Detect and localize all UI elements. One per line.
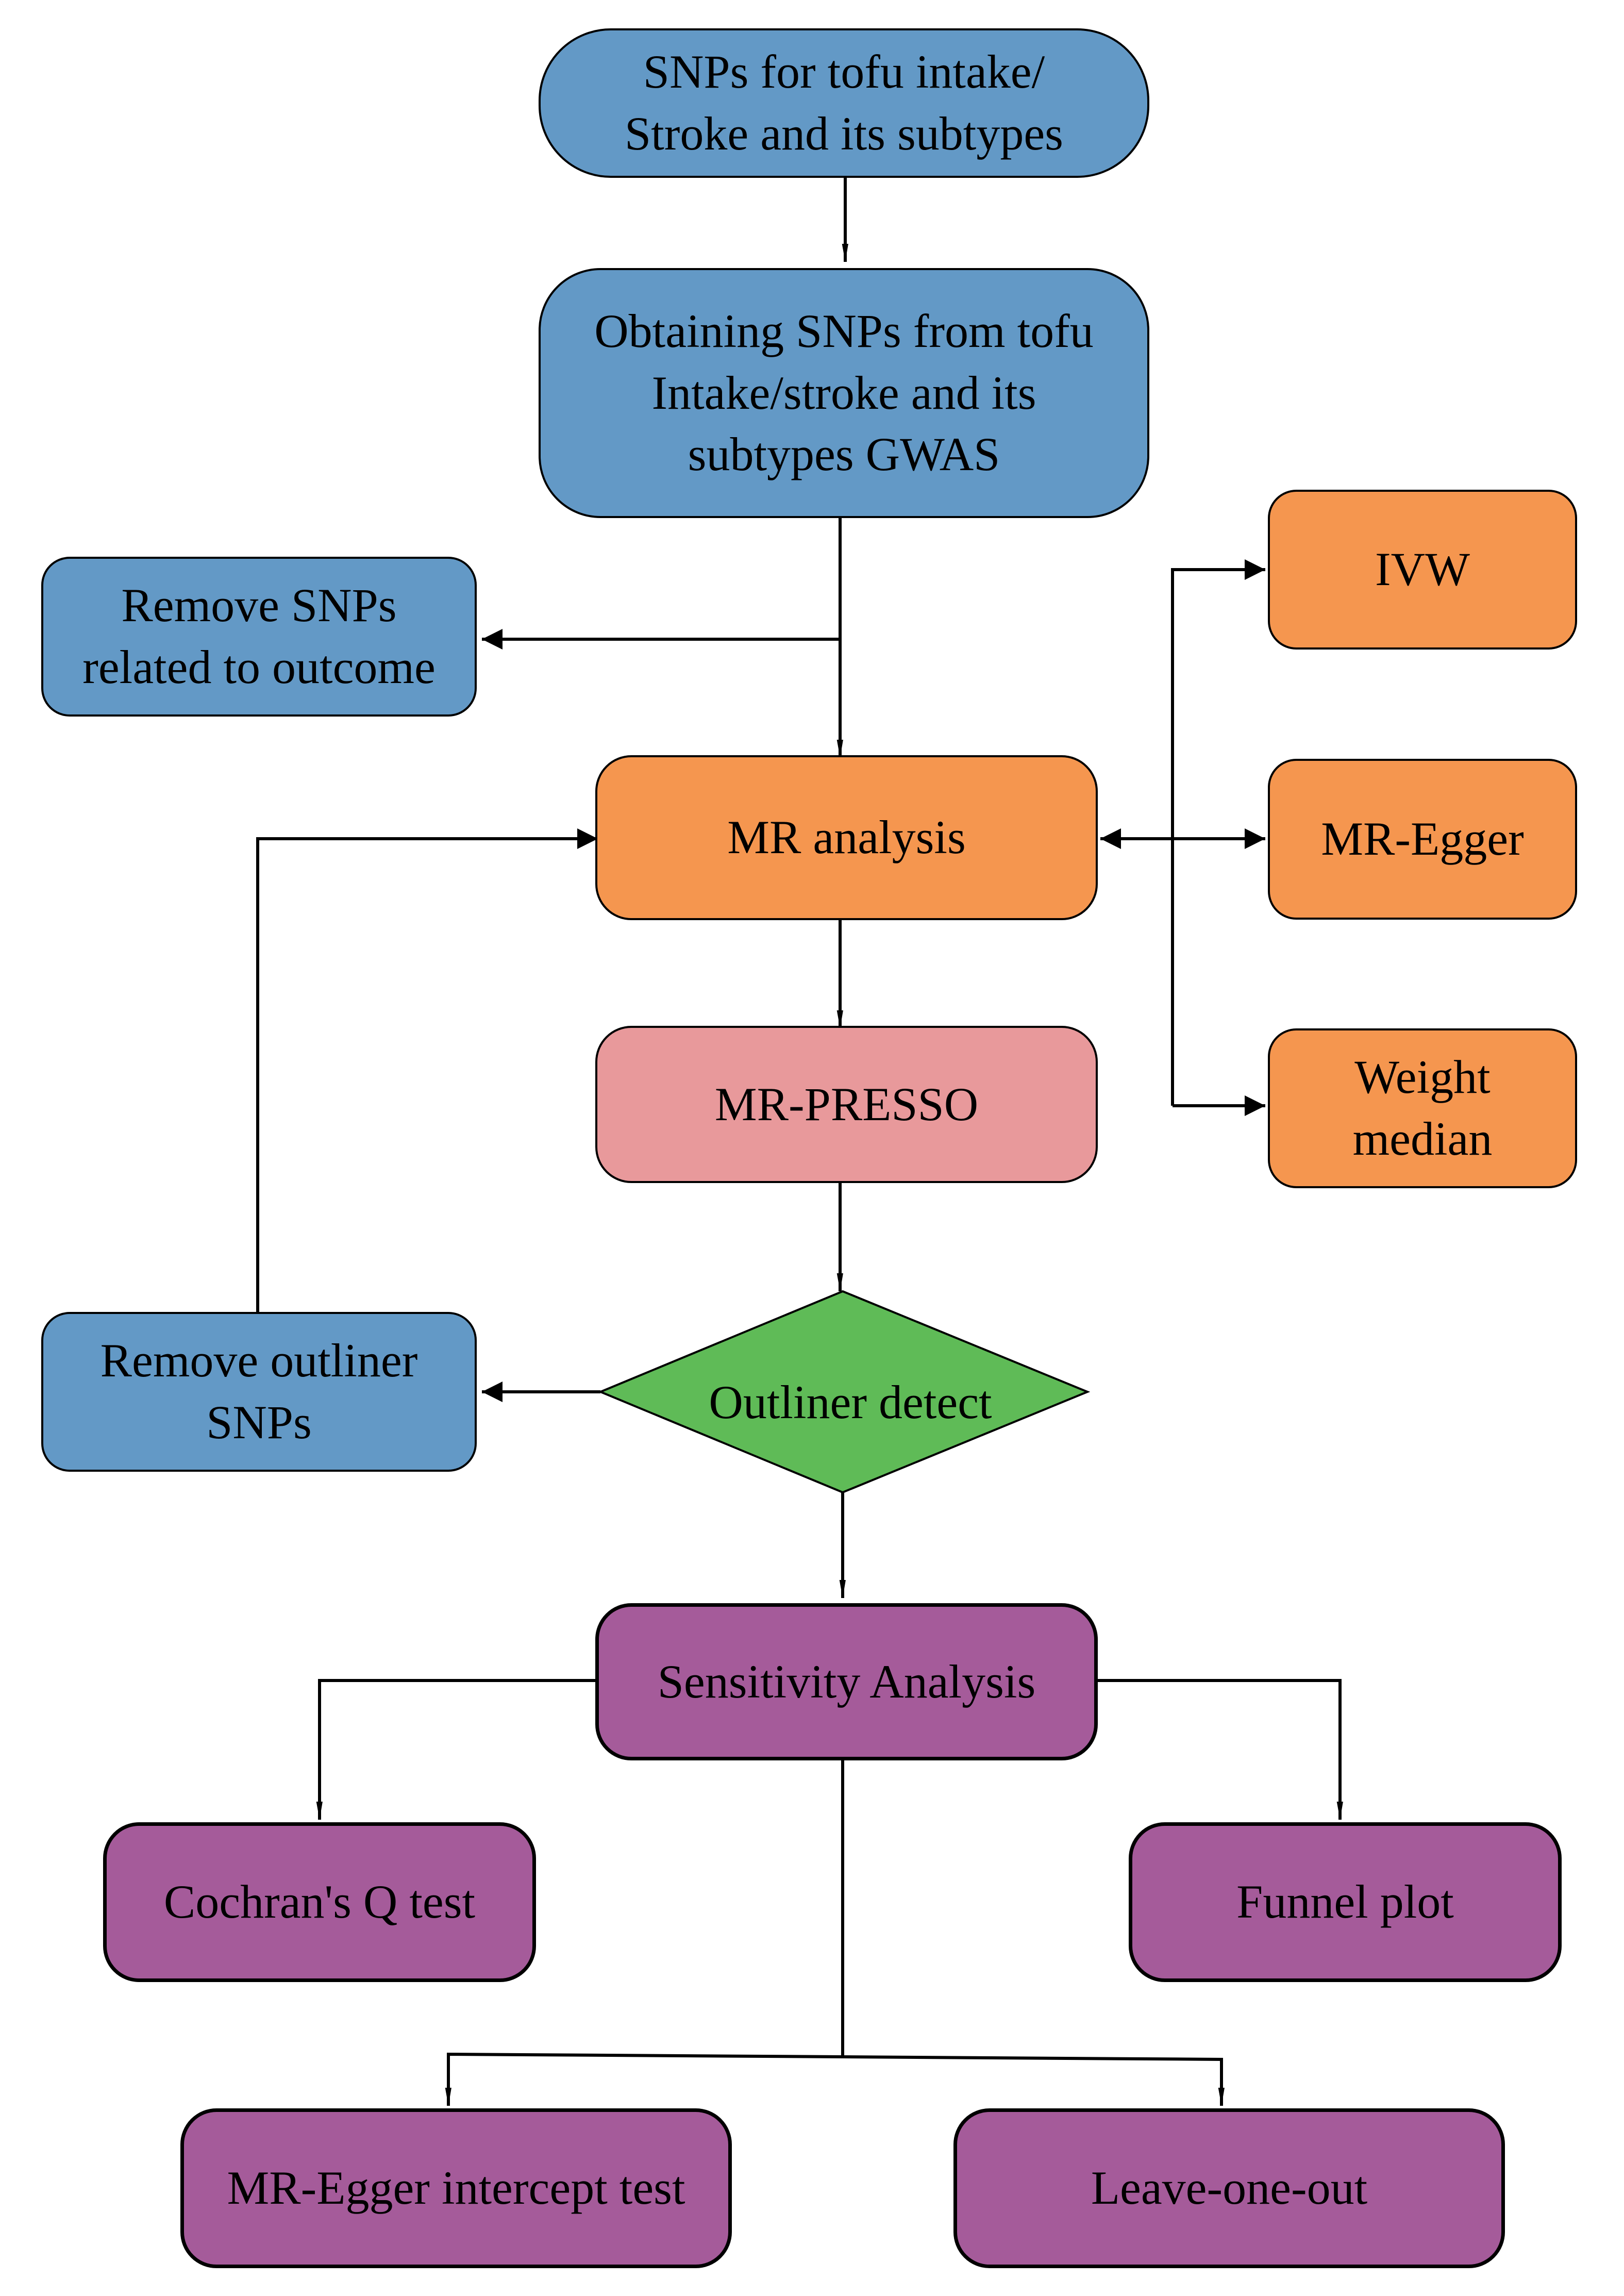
node-leave-one-out-label: Leave-one-out [1091,2161,1368,2215]
node-remove-outlier-label: Remove outliner SNPs [100,1334,418,1449]
node-ivw: IVW [1268,490,1577,650]
node-obtain-snps: Obtaining SNPs from tofu Intake/stroke a… [539,268,1149,518]
node-cochran-label: Cochran's Q test [163,1875,476,1928]
edge-sensitivity-to-leave-one-out [842,2055,1225,2106]
node-funnel: Funnel plot [1129,1822,1562,1982]
node-remove-outlier: Remove outliner SNPs [41,1312,477,1472]
node-egger-intercept-label: MR-Egger intercept test [227,2161,685,2215]
node-weight-median: Weight median [1268,1028,1577,1188]
node-obtain-snps-label: Obtaining SNPs from tofu Intake/stroke a… [594,305,1094,481]
node-weight-median-label: Weight median [1352,1051,1493,1165]
edge-sensitivity-to-funnel [1098,1679,1343,1820]
node-sensitivity-label: Sensitivity Analysis [657,1655,1036,1708]
node-leave-one-out: Leave-one-out [953,2108,1505,2268]
node-snps-source-label: SNPs for tofu intake/ Stroke and its sub… [625,45,1063,160]
node-mr-egger-label: MR-Egger [1321,812,1524,866]
outlier-detect-diamond [597,1290,1091,1494]
edge-mr-to-ivw [1171,559,1265,1106]
node-mr-presso: MR-PRESSO [595,1026,1098,1183]
node-cochran: Cochran's Q test [103,1822,536,1982]
node-mr-presso-label: MR-PRESSO [714,1077,979,1130]
node-outlier-detect-label: Outliner detect [709,1376,992,1428]
node-remove-related-label: Remove SNPs related to outcome [82,579,436,693]
node-remove-related: Remove SNPs related to outcome [41,557,477,717]
edge-sensitivity-to-egger-intercept [445,2052,843,2106]
edge-sensitivity-to-cochran [316,1679,598,1820]
node-sensitivity-analysis: Sensitivity Analysis [595,1603,1098,1760]
node-mr-analysis-label: MR analysis [727,811,966,864]
edge-remove-outlier-to-mr [256,828,598,1312]
node-mr-analysis: MR analysis [595,755,1098,920]
node-ivw-label: IVW [1375,543,1470,596]
node-funnel-label: Funnel plot [1236,1875,1454,1928]
node-egger-intercept: MR-Egger intercept test [180,2108,732,2268]
node-mr-egger: MR-Egger [1268,759,1577,920]
node-snps-source: SNPs for tofu intake/ Stroke and its sub… [539,28,1149,178]
